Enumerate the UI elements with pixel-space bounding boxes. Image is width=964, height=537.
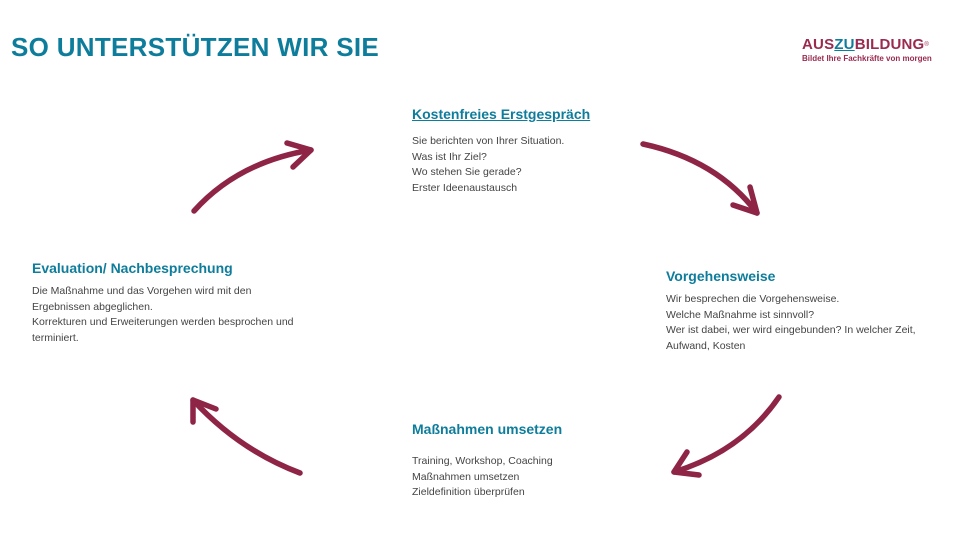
step-evaluation: Evaluation/ Nachbesprechung Die Maßnahme… (32, 260, 294, 346)
step-vorgehensweise: Vorgehensweise Wir besprechen die Vorgeh… (666, 268, 916, 354)
logo-tagline: Bildet Ihre Fachkräfte von morgen (802, 54, 932, 63)
step-vorgehensweise-text: Wir besprechen die Vorgehensweise. Welch… (666, 292, 916, 354)
step-evaluation-heading: Evaluation/ Nachbesprechung (32, 260, 233, 276)
logo-text-zu: ZU (834, 36, 855, 53)
text-line: Was ist Ihr Ziel? (412, 150, 487, 163)
arrow-erstgespraech-to-vorgehen-icon (640, 141, 760, 216)
text-line: Sie berichten von Ihrer Situation. (412, 135, 565, 147)
text-line: Wer ist dabei, wer wird eingebunden? In … (666, 324, 916, 336)
arrow-evaluation-to-erstgespraech-icon (191, 140, 314, 214)
step-erstgespraech-text: Sie berichten von Ihrer Situation. Was i… (412, 134, 590, 196)
text-line: Wo stehen Sie gerade? (412, 166, 522, 178)
logo-text-bildung: BILDUNG (854, 36, 925, 53)
step-massnahmen-heading: Maßnahmen umsetzen (412, 421, 563, 437)
text-line: Maßnahmen umsetzen (412, 470, 520, 483)
text-line: terminiert. (32, 331, 79, 344)
text-line: Korrekturen und Erweiterungen werden bes… (32, 316, 294, 328)
step-vorgehensweise-heading: Vorgehensweise (666, 268, 776, 284)
text-line: Wir besprechen die Vorgehensweise. (666, 293, 840, 305)
registered-mark: ® (924, 42, 930, 48)
logo-text-aus: AUS (802, 36, 835, 53)
step-evaluation-text: Die Maßnahme und das Vorgehen wird mit d… (32, 284, 294, 346)
text-line: Training, Workshop, Coaching (412, 455, 553, 467)
text-line: Welche Maßnahme ist sinnvoll? (666, 308, 815, 321)
text-line: Erster Ideenaustausch (412, 181, 518, 194)
step-erstgespraech-heading[interactable]: Kostenfreies Erstgespräch (412, 106, 591, 122)
text-line: Ergebnissen abgeglichen. (32, 300, 153, 313)
step-massnahmen-text: Training, Workshop, Coaching Maßnahmen u… (412, 454, 562, 501)
text-line: Zieldefinition überprüfen (412, 486, 525, 498)
page-title: SO UNTERSTÜTZEN WIR SIE (11, 32, 380, 62)
arrow-vorgehen-to-massnahmen-icon (671, 394, 782, 478)
step-massnahmen: Maßnahmen umsetzen Training, Workshop, C… (412, 421, 562, 501)
arrow-massnahmen-to-evaluation-icon (190, 397, 303, 476)
text-line: Die Maßnahme und das Vorgehen wird mit d… (32, 285, 252, 297)
step-erstgespraech: Kostenfreies Erstgespräch Sie berichten … (412, 106, 590, 196)
text-line: Aufwand, Kosten (666, 339, 746, 352)
brand-logo[interactable]: AUSZUBILDUNG® Bildet Ihre Fachkräfte von… (802, 36, 952, 64)
